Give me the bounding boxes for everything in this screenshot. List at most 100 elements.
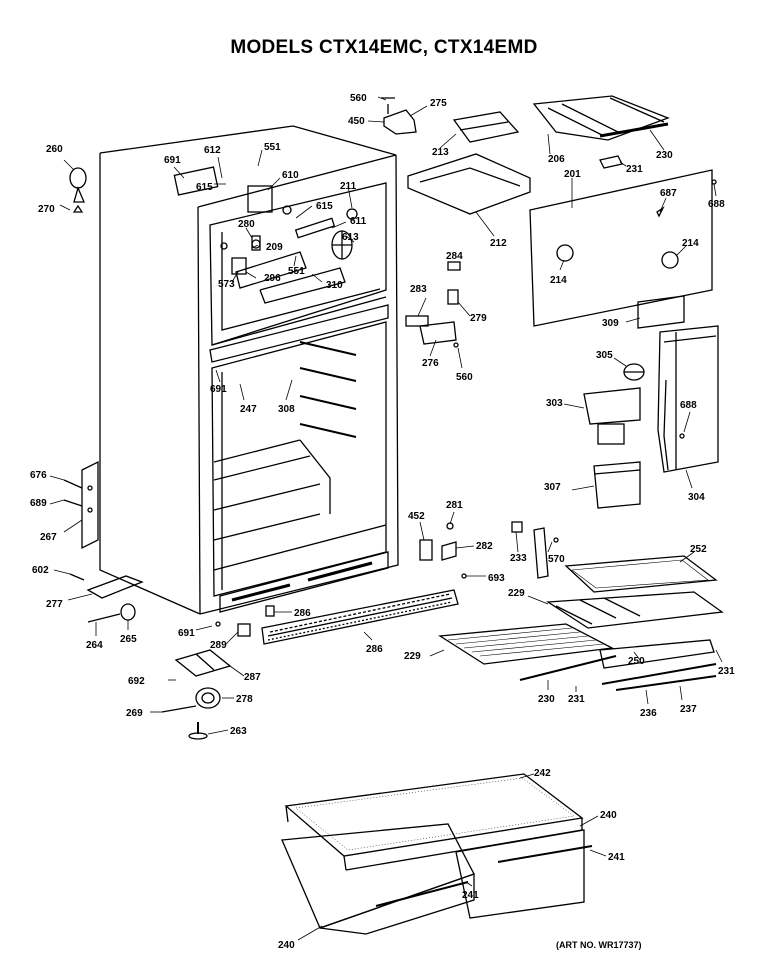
shelf-supports xyxy=(299,341,357,438)
freezer-door-201 xyxy=(529,169,717,329)
cabinet-left-side xyxy=(99,153,201,615)
callout-284: 284 xyxy=(446,251,463,262)
freezer-back xyxy=(221,232,381,331)
callout-612: 612 xyxy=(204,145,221,156)
callout-233: 233 xyxy=(510,553,527,564)
control-knob-305 xyxy=(623,363,645,381)
callout-286: 286 xyxy=(366,644,383,655)
callout-692: 692 xyxy=(128,676,145,687)
callout-570: 570 xyxy=(548,554,565,565)
shelf-252 xyxy=(564,555,718,593)
callout-282: 282 xyxy=(476,541,493,552)
callout-305: 305 xyxy=(596,350,613,361)
callout-252: 252 xyxy=(690,544,707,555)
callout-214: 214 xyxy=(682,238,699,249)
callout-231: 231 xyxy=(718,666,735,677)
callout-452: 452 xyxy=(408,511,425,522)
callout-307: 307 xyxy=(544,482,561,493)
callout-280: 280 xyxy=(238,219,255,230)
callout-287: 287 xyxy=(244,672,261,683)
callout-303: 303 xyxy=(546,398,563,409)
freezer-liner xyxy=(209,182,387,346)
shelf-frame-229a xyxy=(546,591,724,629)
cabinet-front-right xyxy=(199,154,399,615)
callout-209: 209 xyxy=(266,242,283,253)
callout-610: 610 xyxy=(282,170,299,181)
callout-229: 229 xyxy=(404,651,421,662)
callout-275: 275 xyxy=(430,98,447,109)
divider-mullion xyxy=(209,304,389,363)
callout-310: 310 xyxy=(326,280,343,291)
callout-276: 276 xyxy=(422,358,439,369)
base-grille-286 xyxy=(261,589,459,645)
leader-lines xyxy=(49,96,723,941)
callout-247: 247 xyxy=(240,404,257,415)
callout-240: 240 xyxy=(278,940,295,951)
callout-214: 214 xyxy=(550,275,567,286)
callout-560: 560 xyxy=(456,372,473,383)
art-number: (ART NO. WR17737) xyxy=(556,940,642,950)
callout-551: 551 xyxy=(264,142,281,153)
callout-613: 613 xyxy=(342,232,359,243)
roller-265 xyxy=(87,603,136,623)
callout-212: 212 xyxy=(490,238,507,249)
callout-267: 267 xyxy=(40,532,57,543)
diagram-title: MODELS CTX14EMC, CTX14EMD xyxy=(230,37,538,58)
callout-689: 689 xyxy=(30,498,47,509)
callout-308: 308 xyxy=(278,404,295,415)
callout-260: 260 xyxy=(46,144,63,155)
callout-236: 236 xyxy=(640,708,657,719)
cabinet-bottom-grille-area xyxy=(219,551,389,613)
light-shield-303 xyxy=(583,387,641,445)
callout-206: 206 xyxy=(548,154,565,165)
callout-450: 450 xyxy=(348,116,365,127)
fan-shroud xyxy=(235,251,307,289)
leveling-leg-263 xyxy=(188,722,208,740)
callout-211: 211 xyxy=(340,181,357,192)
callout-688: 688 xyxy=(708,199,725,210)
callout-250: 250 xyxy=(628,656,645,667)
callout-231: 231 xyxy=(568,694,585,705)
callout-573: 573 xyxy=(218,279,235,290)
callout-560: 560 xyxy=(350,93,367,104)
callout-283: 283 xyxy=(410,284,427,295)
control-housing-top xyxy=(173,166,219,196)
callout-241: 241 xyxy=(608,852,625,863)
callout-615: 615 xyxy=(196,182,213,193)
callout-289: 289 xyxy=(210,640,227,651)
control-housing-304 xyxy=(657,325,719,473)
callout-279: 279 xyxy=(470,313,487,324)
callout-237: 237 xyxy=(680,704,697,715)
center-hinge-267 xyxy=(63,460,99,550)
callout-691: 691 xyxy=(178,628,195,639)
callout-242: 242 xyxy=(534,768,551,779)
callout-240: 240 xyxy=(600,810,617,821)
callout-213: 213 xyxy=(432,147,449,158)
crisper-pan-240-left xyxy=(281,823,475,935)
cabinet-front-left xyxy=(197,206,201,615)
defrost-thermostat xyxy=(231,257,247,275)
callout-691: 691 xyxy=(210,384,227,395)
nameplate-309 xyxy=(637,295,685,329)
callout-688: 688 xyxy=(680,400,697,411)
callout-286: 286 xyxy=(294,608,311,619)
callout-277: 277 xyxy=(46,599,63,610)
center-hinge xyxy=(405,261,461,348)
shelf-frame-236 xyxy=(599,639,717,691)
callout-693: 693 xyxy=(488,573,505,584)
callout-269: 269 xyxy=(126,708,143,719)
callout-278: 278 xyxy=(236,694,253,705)
callout-230: 230 xyxy=(538,694,555,705)
top-hinge-260 xyxy=(69,167,87,213)
callout-263: 263 xyxy=(230,726,247,737)
shelf-bracket-233 xyxy=(511,521,559,579)
callout-602: 602 xyxy=(32,565,49,576)
freezer-floor xyxy=(211,296,387,346)
callout-691: 691 xyxy=(164,155,181,166)
hinge-pin-bushing xyxy=(447,261,461,271)
callout-687: 687 xyxy=(660,188,677,199)
cabinet-top-front xyxy=(197,154,397,208)
damper-control xyxy=(452,111,520,143)
front-leveler-287 xyxy=(174,649,232,677)
